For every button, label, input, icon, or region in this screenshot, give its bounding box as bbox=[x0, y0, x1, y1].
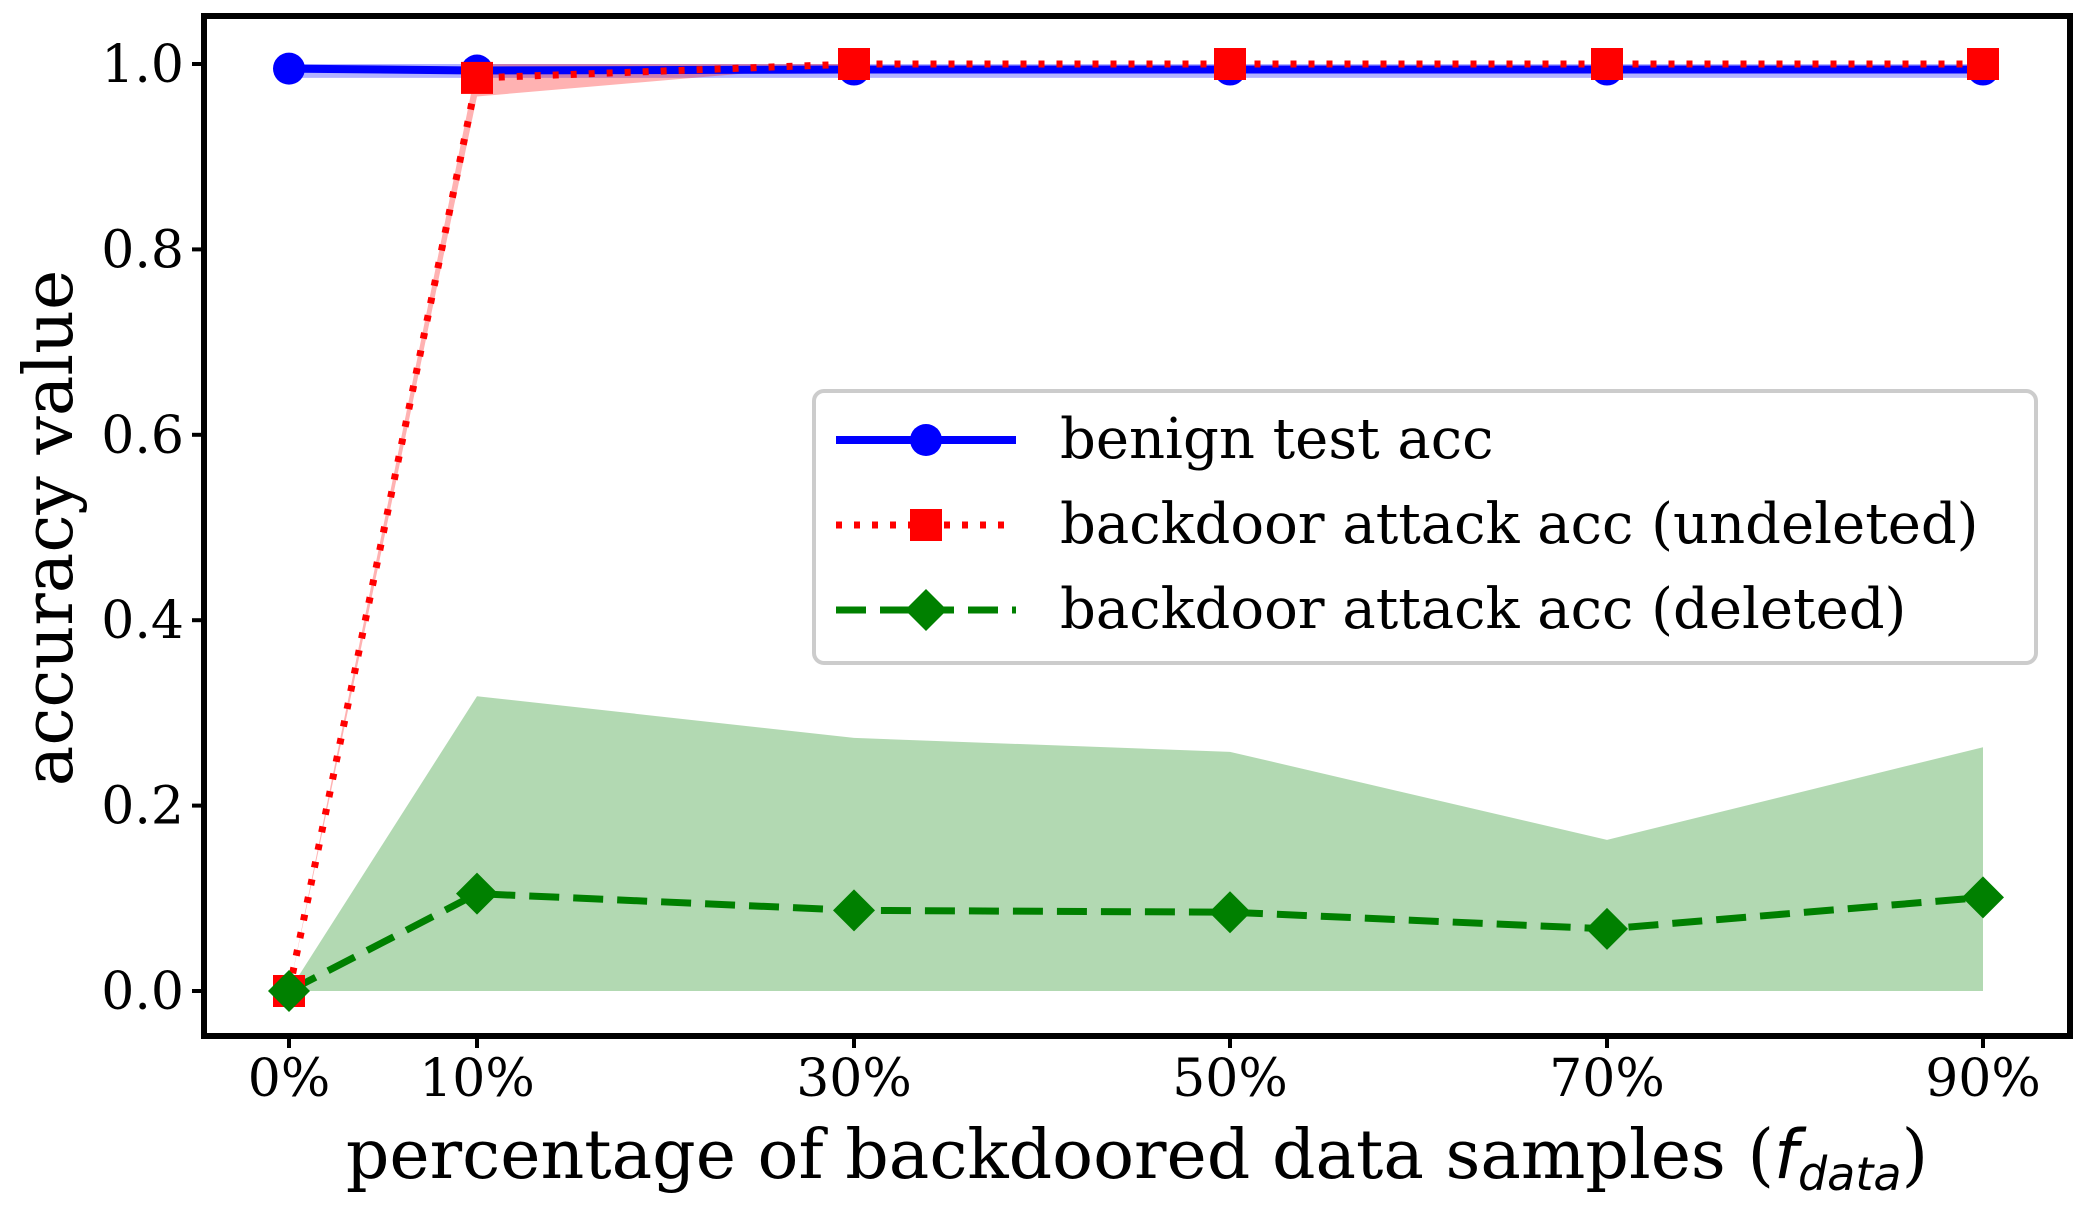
y-tick-label-3: 0.6 bbox=[101, 406, 184, 466]
x-axis-ticks: 0% 10% 30% 50% 70% 90% bbox=[248, 1036, 2041, 1109]
band-series-2 bbox=[289, 696, 1983, 991]
x-tick-label-5: 90% bbox=[1925, 1049, 2041, 1109]
legend-label-2: backdoor attack acc (deleted) bbox=[1060, 577, 1906, 642]
line-series-2 bbox=[287, 890, 1984, 995]
marker-series-2-point-5 bbox=[1962, 876, 2004, 919]
x-tick-label-0: 0% bbox=[248, 1049, 331, 1109]
legend-marker-1 bbox=[910, 509, 942, 541]
x-axis-label-text: percentage of backdoored data samples ( bbox=[346, 1116, 1774, 1195]
x-tick-label-4: 70% bbox=[1549, 1049, 1665, 1109]
x-axis-label-subscript: data bbox=[1798, 1147, 1902, 1201]
legend: benign test acc backdoor attack acc (unde… bbox=[812, 389, 2038, 665]
x-tick-label-3: 50% bbox=[1172, 1049, 1288, 1109]
legend-box bbox=[812, 389, 2038, 665]
y-tick-label-4: 0.8 bbox=[101, 220, 184, 280]
y-axis-label: accuracy value bbox=[10, 270, 89, 786]
x-axis-label-close: ) bbox=[1902, 1116, 1929, 1195]
marker-series-1-point-1 bbox=[461, 61, 493, 94]
marker-series-2-point-2 bbox=[833, 889, 875, 932]
x-axis-label: percentage of backdoored data samples (f… bbox=[346, 1116, 1928, 1201]
plot-frame bbox=[201, 13, 2073, 1039]
y-axis-ticks: 0.0 0.2 0.4 0.6 0.8 1.0 bbox=[101, 35, 204, 1022]
marker-series-1-point-3 bbox=[1214, 48, 1246, 80]
marker-series-2-point-0 bbox=[268, 970, 310, 1012]
legend-label-1: backdoor attack acc (undeleted) bbox=[1060, 492, 1979, 557]
line-series-1 bbox=[285, 60, 1983, 992]
x-tick-label-2: 30% bbox=[796, 1049, 912, 1109]
marker-series-1-point-4 bbox=[1591, 48, 1623, 80]
y-tick-label-5: 1.0 bbox=[101, 35, 184, 95]
marker-series-0-point-0 bbox=[273, 52, 305, 85]
marker-series-2-point-4 bbox=[1586, 907, 1628, 950]
marker-series-2-point-1 bbox=[456, 872, 498, 915]
line-series-0 bbox=[288, 64, 1983, 75]
legend-marker-2 bbox=[905, 589, 947, 631]
series-lines bbox=[285, 60, 1984, 995]
marker-series-2-point-3 bbox=[1209, 891, 1251, 934]
y-tick-label-1: 0.2 bbox=[101, 777, 184, 837]
legend-label-0: benign test acc bbox=[1060, 407, 1493, 472]
series-markers bbox=[268, 48, 2004, 1012]
marker-series-1-point-2 bbox=[838, 48, 870, 80]
y-tick-label-0: 0.0 bbox=[101, 962, 184, 1022]
y-tick-label-2: 0.4 bbox=[101, 591, 184, 651]
marker-series-1-point-5 bbox=[1967, 48, 1999, 80]
x-tick-label-1: 10% bbox=[419, 1049, 535, 1109]
legend-marker-0 bbox=[910, 424, 942, 456]
